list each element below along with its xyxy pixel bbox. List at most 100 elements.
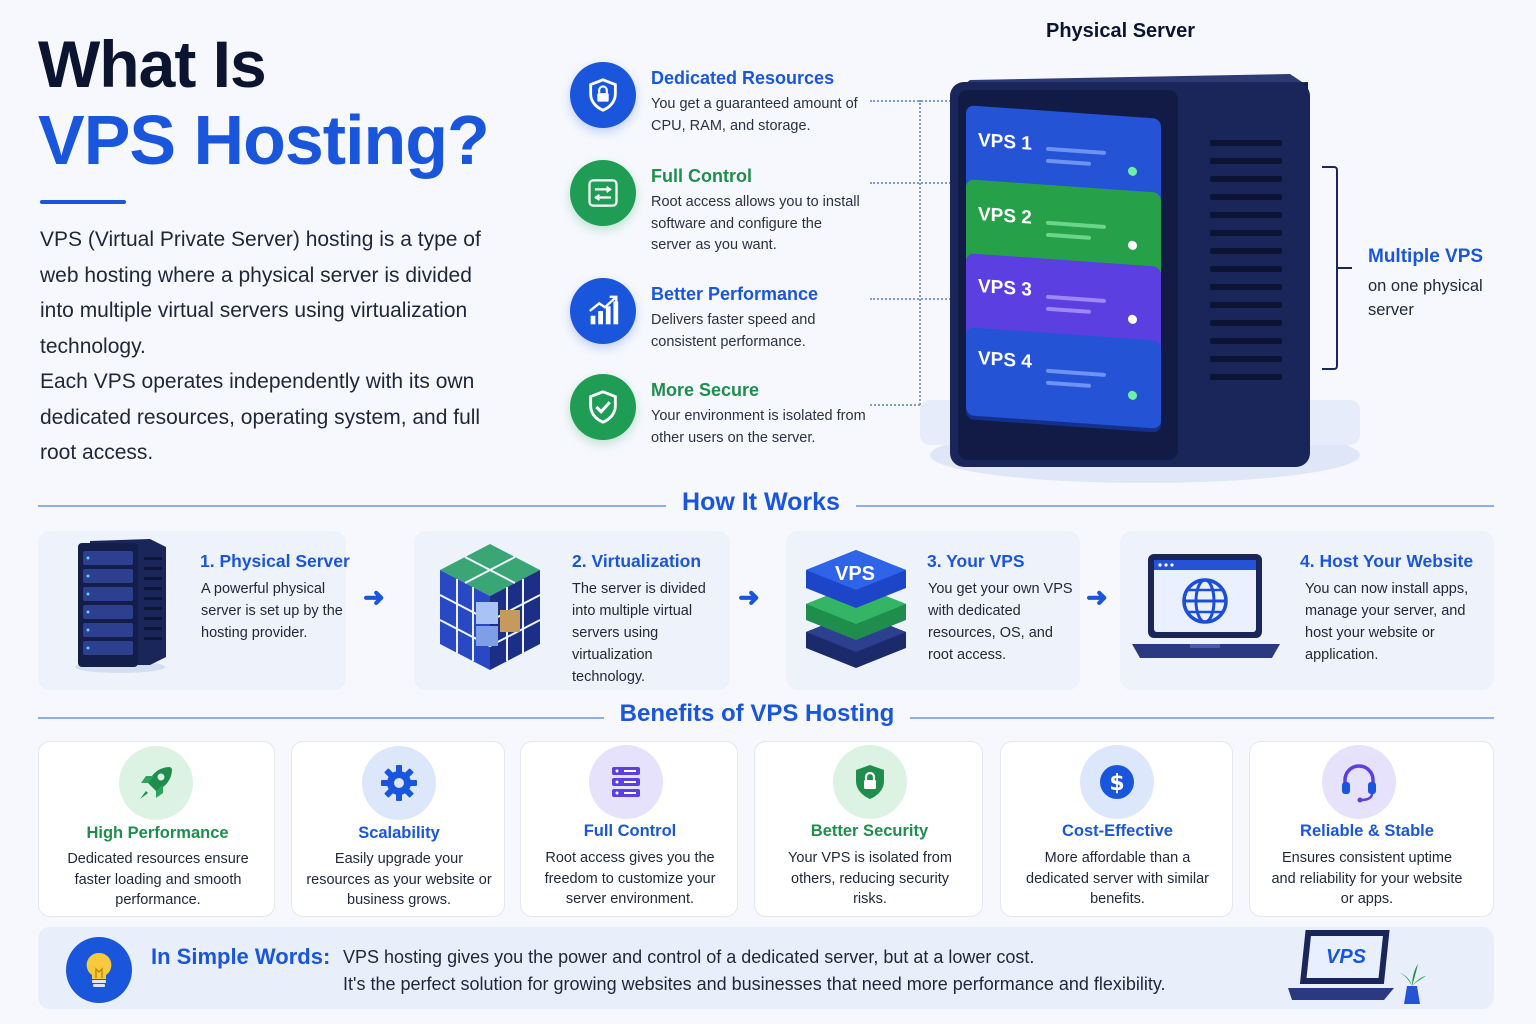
- server-rack-icon: [70, 537, 180, 677]
- slot-line: [1046, 220, 1106, 229]
- how-it-works-heading: How It Works: [666, 488, 856, 516]
- simple-words-line-2: It's the perfect solution for growing we…: [343, 974, 1166, 994]
- laptop-plant-icon: VPS: [1286, 926, 1426, 1010]
- benefit-better-security: Better Security Your VPS is isolated fro…: [754, 741, 983, 917]
- benefit-cost-effective: $ Cost-Effective More affordable than a …: [1000, 741, 1233, 917]
- benefit-title: Scalability: [358, 824, 440, 842]
- bracket: [1322, 166, 1338, 370]
- benefits-heading-wrap: Benefits of VPS Hosting: [0, 700, 1514, 728]
- title-underline: [40, 200, 126, 204]
- feature-full-control: Full Control Root access allows you to i…: [570, 160, 870, 260]
- shield-check-icon: [570, 374, 636, 440]
- connector-vertical: [919, 100, 921, 405]
- sliders-icon: [570, 160, 636, 226]
- benefit-scalability: Scalability Easily upgrade your resource…: [291, 741, 505, 917]
- benefit-title: Reliable & Stable: [1300, 822, 1434, 840]
- intro-paragraph-1: VPS (Virtual Private Server) hosting is …: [40, 228, 481, 358]
- vps-slot-label: VPS 2: [978, 204, 1032, 229]
- benefit-high-performance: High Performance Dedicated resources ens…: [38, 741, 275, 917]
- step-text: The server is divided into multiple virt…: [572, 581, 706, 685]
- slot-line: [1046, 146, 1106, 155]
- arrow-right-icon: ➜: [363, 582, 385, 612]
- benefit-text: Your VPS is isolated from others, reduci…: [788, 850, 952, 907]
- benefit-title: Better Security: [810, 822, 929, 840]
- step-text: A powerful physical server is set up by …: [201, 581, 343, 641]
- benefit-text: More affordable than a dedicated server …: [1026, 850, 1209, 907]
- feature-better-performance: Better Performance Delivers faster speed…: [570, 278, 870, 358]
- simple-words-banner: [38, 927, 1494, 1009]
- intro-text: VPS (Virtual Private Server) hosting is …: [40, 222, 490, 471]
- status-led: [1128, 166, 1137, 177]
- vps-slot-label: VPS 1: [978, 130, 1032, 155]
- simple-words-line-1: VPS hosting gives you the power and cont…: [343, 947, 1035, 967]
- shield-lock-icon: [570, 62, 636, 128]
- multiple-vps-title: Multiple VPS: [1368, 246, 1484, 267]
- cube-grid-icon: [432, 540, 548, 676]
- feature-text: You get a guaranteed amount of CPU, RAM,…: [651, 96, 858, 134]
- connector-line: [870, 404, 920, 406]
- connector-line: [870, 182, 966, 184]
- benefit-reliable-stable: Reliable & Stable Ensures consistent upt…: [1249, 741, 1494, 917]
- feature-title: Full Control: [651, 166, 752, 186]
- svg-text:$: $: [1109, 771, 1124, 796]
- slot-line: [1046, 306, 1091, 314]
- connector-line: [870, 100, 966, 102]
- benefit-title: Full Control: [583, 822, 677, 840]
- status-led: [1128, 314, 1137, 325]
- benefit-text: Ensures consistent uptime and reliabilit…: [1271, 850, 1463, 907]
- benefit-text: Easily upgrade your resources as your we…: [306, 851, 492, 908]
- step-text: You get your own VPS with dedicated reso…: [928, 581, 1073, 663]
- dollar-icon: $: [1080, 745, 1154, 819]
- vps-slot-4: VPS 4: [966, 327, 1161, 429]
- laptop-globe-icon: [1130, 552, 1282, 668]
- feature-more-secure: More Secure Your environment is isolated…: [570, 374, 870, 454]
- slot-line: [1046, 232, 1091, 240]
- benefit-text: Dedicated resources ensure faster loadin…: [67, 851, 249, 908]
- gear-icon: [362, 746, 436, 820]
- simple-words-text: VPS hosting gives you the power and cont…: [343, 944, 1166, 998]
- vps-slot-label: VPS 3: [978, 276, 1032, 301]
- slot-line: [1046, 368, 1106, 377]
- headset-icon: [1322, 745, 1396, 819]
- shield-lock-icon: [833, 745, 907, 819]
- feature-title: More Secure: [651, 380, 760, 400]
- slot-line: [1046, 294, 1106, 303]
- step-title: 3. Your VPS: [927, 551, 1025, 571]
- feature-dedicated-resources: Dedicated Resources You get a guaranteed…: [570, 62, 870, 142]
- bracket-tick: [1338, 267, 1352, 269]
- arrow-right-icon: ➜: [738, 582, 760, 612]
- slot-line: [1046, 380, 1091, 388]
- page-title-line1: What Is: [38, 27, 267, 101]
- lightbulb-icon: [66, 937, 132, 1003]
- feature-title: Better Performance: [651, 284, 819, 304]
- benefit-text: Root access gives you the freedom to cus…: [544, 850, 716, 907]
- growth-chart-icon: [570, 278, 636, 344]
- slot-line: [1046, 158, 1091, 166]
- status-led: [1128, 390, 1137, 401]
- page-title-line2: VPS Hosting?: [38, 101, 490, 179]
- how-heading-wrap: How It Works: [0, 488, 1522, 517]
- laptop-vps-badge: VPS: [1326, 946, 1367, 968]
- arrow-right-icon: ➜: [1086, 582, 1108, 612]
- simple-words-title: In Simple Words:: [151, 944, 331, 969]
- feature-text: Root access allows you to install softwa…: [651, 194, 860, 253]
- multiple-vps-subtitle: on one physical server: [1368, 277, 1483, 319]
- feature-text: Your environment is isolated from other …: [651, 408, 866, 446]
- server-title: Physical Server: [1046, 20, 1195, 42]
- status-led: [1128, 240, 1137, 251]
- step-title: 2. Virtualization: [572, 551, 702, 571]
- feature-text: Delivers faster speed and consistent per…: [651, 312, 816, 350]
- intro-paragraph-2: Each VPS operates independently with its…: [40, 370, 481, 464]
- benefit-title: High Performance: [86, 824, 229, 842]
- vps-stack-icon: [802, 548, 910, 672]
- feature-title: Dedicated Resources: [651, 68, 835, 88]
- vps-slot-label: VPS 4: [978, 348, 1032, 373]
- step-title: 4. Host Your Website: [1300, 551, 1474, 571]
- connector-line: [870, 298, 966, 300]
- benefit-full-control: Full Control Root access gives you the f…: [520, 741, 738, 917]
- vps-badge: VPS: [835, 563, 876, 585]
- step-title: 1. Physical Server: [200, 551, 350, 571]
- rocket-icon: [119, 746, 193, 820]
- server-stack-icon: [589, 745, 663, 819]
- benefit-title: Cost-Effective: [1062, 822, 1173, 840]
